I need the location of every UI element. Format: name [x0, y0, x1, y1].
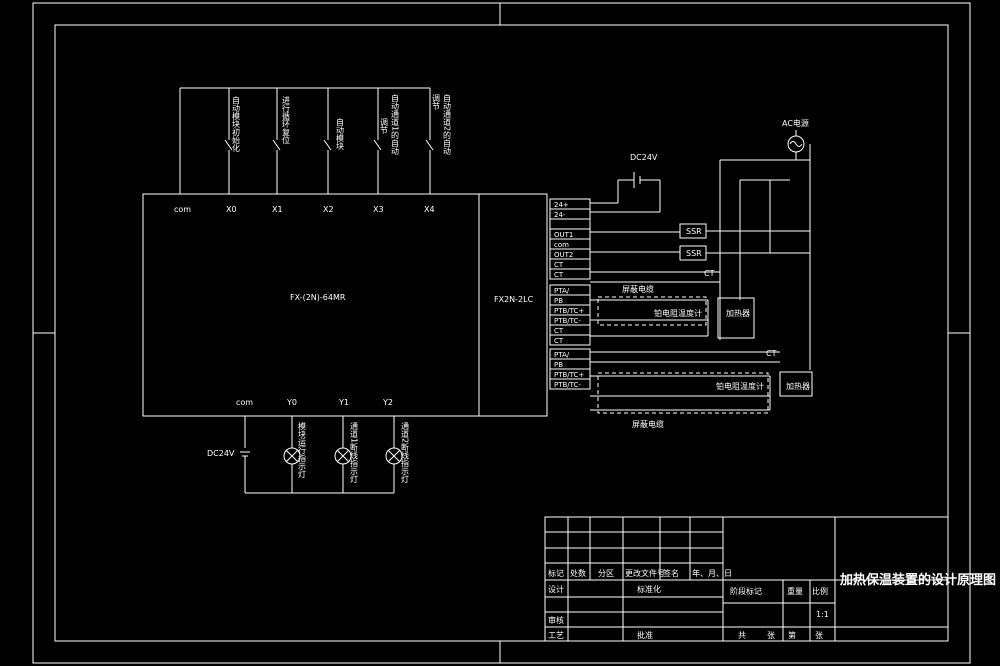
outer-frame — [32, 2, 971, 664]
switch-label-4a: 调节 — [380, 118, 389, 135]
ssr-2-label: SSR — [686, 249, 702, 258]
terminal-label: PTB/TC+ — [554, 371, 584, 379]
ac-source-label: AC电源 — [782, 118, 809, 128]
tb-total: 共 — [738, 631, 746, 640]
terminal-cell — [549, 218, 591, 230]
terminal-label: CT — [554, 337, 564, 345]
tb-r1-5: 年、月、日 — [692, 568, 732, 578]
ct-1-label: CT — [704, 269, 715, 278]
tb-scale-label: 比例 — [812, 586, 828, 596]
lamp-icon — [334, 447, 352, 465]
terminal-label: OUT1 — [554, 231, 573, 239]
tb-sheets: 张 — [767, 631, 775, 640]
terminal-cell — [549, 378, 591, 390]
lamp-label-1: 模块运行指示灯 — [298, 421, 307, 479]
terminal-cell — [549, 268, 591, 280]
tb-approve: 批准 — [637, 630, 653, 640]
plc-module-box — [478, 193, 548, 417]
output-y1: Y1 — [338, 398, 349, 407]
input-x2: X2 — [323, 205, 334, 214]
heater-1-label: 加热器 — [726, 308, 750, 318]
switch-label-1: 自动模块初始化 — [232, 95, 241, 153]
terminal-label: PB — [554, 361, 563, 369]
tb-scale: 1:1 — [816, 610, 829, 619]
tb-r1-0: 标记 — [548, 568, 564, 578]
terminal-label: PB — [554, 297, 563, 305]
terminal-label: PTA/ — [554, 351, 570, 359]
output-wiring — [240, 416, 395, 494]
terminal-label: CT — [554, 271, 564, 279]
tb-page: 第 — [788, 630, 796, 640]
plc-box — [142, 193, 480, 417]
tb-std: 标准化 — [637, 584, 661, 594]
output-y0: Y0 — [286, 398, 297, 407]
shield-1-label: 屏蔽电缆 — [622, 284, 654, 294]
terminal-label: 24+ — [554, 201, 569, 209]
tb-review: 审核 — [548, 615, 564, 625]
tb-r1-1: 处数 — [570, 568, 586, 578]
output-com: com — [236, 398, 253, 407]
plc-name: FX-(2N)-64MR — [290, 293, 346, 302]
lamp-label-3: 通道2断线指示灯 — [401, 421, 410, 484]
terminal-label: PTB/TC+ — [554, 307, 584, 315]
shield-box-1 — [597, 296, 707, 326]
input-x4: X4 — [424, 205, 435, 214]
title-block — [544, 516, 949, 642]
input-x1: X1 — [272, 205, 283, 214]
input-x3: X3 — [373, 205, 384, 214]
terminal-label: OUT2 — [554, 251, 573, 259]
ssr-1-label: SSR — [686, 227, 702, 236]
shield-2-label: 屏蔽电缆 — [632, 419, 664, 429]
switch-label-5b: 自动通道2的自动 — [443, 93, 452, 156]
lamp-icon — [283, 447, 301, 465]
tb-r1-4: 签名 — [663, 568, 679, 578]
terminal-label: CT — [554, 261, 564, 269]
switch-label-4b: 自动通道1的自动 — [391, 93, 400, 156]
drawing-title: 加热保温装置的设计原理图 — [839, 572, 996, 588]
terminal-cell — [549, 334, 591, 346]
right-wiring — [590, 130, 813, 411]
input-x0: X0 — [226, 205, 237, 214]
heater-2-label: 加热器 — [786, 381, 810, 391]
tb-process: 工艺 — [548, 631, 564, 640]
input-com: com — [174, 205, 191, 214]
terminal-label: com — [554, 241, 569, 249]
terminal-label: PTB/TC- — [554, 381, 581, 389]
output-dc24v: DC24V — [207, 449, 235, 458]
tb-design: 设计 — [548, 584, 564, 594]
output-y2: Y2 — [382, 398, 393, 407]
switch-label-2: 进行循环复位 — [282, 96, 291, 144]
tb-r1-2: 分区 — [598, 569, 614, 578]
terminal-label: PTA/ — [554, 287, 570, 295]
rtd-2-label: 铂电阻温度计 — [716, 381, 764, 391]
terminal-label: PTB/TC- — [554, 317, 581, 325]
terminal-label: 24- — [554, 211, 566, 219]
input-wiring — [179, 87, 434, 194]
tb-r1-3: 更改文件号 — [625, 568, 665, 578]
shield-box-2 — [597, 372, 769, 414]
plc-module-name: FX2N-2LC — [494, 295, 534, 304]
center-marks — [33, 3, 970, 663]
switch-label-5a: 调节 — [432, 94, 441, 111]
rtd-1-label: 铂电阻温度计 — [654, 308, 702, 318]
terminal-label: CT — [554, 327, 564, 335]
switch-label-3: 自动模块 — [336, 117, 345, 151]
ct-2-label: CT — [766, 349, 777, 358]
tb-stage: 阶段标记 — [730, 586, 762, 596]
tb-weight: 重量 — [787, 586, 803, 596]
inner-frame — [54, 24, 949, 642]
tb-page2: 张 — [815, 631, 823, 640]
lamp-icon — [385, 447, 403, 465]
right-dc24v: DC24V — [630, 153, 658, 162]
lamp-label-2: 通道1断线指示灯 — [350, 421, 359, 484]
